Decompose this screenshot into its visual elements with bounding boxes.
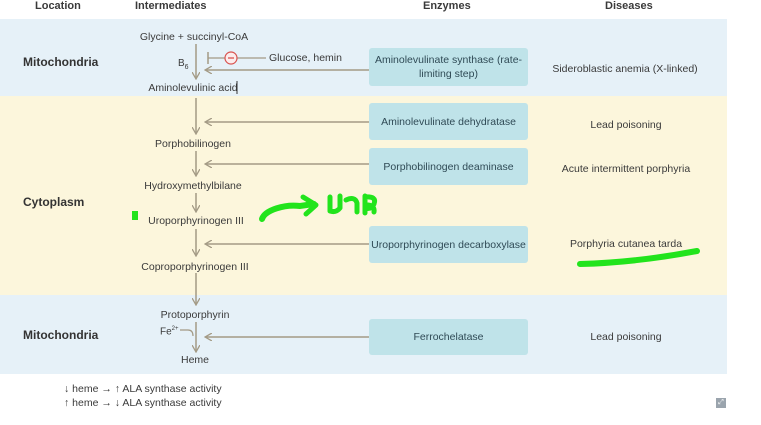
disease-lead-poisoning-2: Lead poisoning	[590, 331, 662, 343]
enzyme-pbg-deaminase: Porphobilinogen deaminase	[369, 148, 528, 185]
enzyme-ala-dehydratase: Aminolevulinate dehydratase	[369, 103, 528, 140]
highlight-dot	[132, 211, 138, 220]
location-mitochondria-top: Mitochondria	[23, 55, 99, 69]
handwritten-letters	[327, 193, 378, 216]
header-location: Location	[35, 0, 81, 12]
location-mitochondria-bottom: Mitochondria	[23, 328, 99, 342]
enzyme-ferrochelatase: Ferrochelatase	[369, 319, 528, 355]
cofactor-fe2: Fe2+	[160, 326, 179, 338]
enzyme-ala-synthase: Aminolevulinate synthase (rate-limiting …	[369, 48, 528, 86]
location-cytoplasm: Cytoplasm	[23, 195, 85, 209]
disease-porphyria-cutanea-tarda: Porphyria cutanea tarda	[569, 238, 683, 250]
disease-acute-intermittent-porphyria: Acute intermittent porphyria	[561, 163, 691, 175]
note-low-heme: ↓ heme → ↑ ALA synthase activity	[64, 383, 222, 395]
intermediate-aminolevulinic-acid: Aminolevulinic acid	[148, 82, 238, 94]
intermediate-porphobilinogen: Porphobilinogen	[155, 138, 231, 150]
handwritten-arrow	[259, 201, 317, 222]
intermediate-uroporphyrinogen-iii: Uroporphyrinogen III	[148, 215, 244, 227]
header-enzymes: Enzymes	[423, 0, 471, 12]
intermediate-heme: Heme	[180, 354, 210, 366]
handwritten-underline	[577, 248, 700, 267]
fe-input-arrow	[180, 329, 194, 337]
disease-sideroblastic-anemia: Sideroblastic anemia (X-linked)	[552, 63, 698, 75]
header-intermediates: Intermediates	[135, 0, 207, 12]
intermediate-protoporphyrin: Protoporphyrin	[160, 309, 230, 321]
intermediate-hydroxymethylbilane: Hydroxymethylbilane	[144, 180, 242, 192]
intermediate-coproporphyrinogen-iii: Coproporphyrinogen III	[141, 261, 249, 273]
disease-lead-poisoning-1: Lead poisoning	[590, 119, 662, 131]
mitochondria-band-top	[0, 19, 727, 96]
header-diseases: Diseases	[605, 0, 653, 12]
enzyme-uro-decarboxylase: Uroporphyrinogen decarboxylase	[369, 226, 528, 263]
expand-icon[interactable]: ⤢	[716, 398, 726, 408]
mitochondria-band-bottom	[0, 295, 727, 374]
inhibitor-glucose-hemin: Glucose, hemin	[269, 52, 342, 64]
intermediate-glycine-succinyl-coa: Glycine + succinyl-CoA	[139, 31, 249, 43]
cofactor-b6: B6	[178, 58, 189, 71]
note-high-heme: ↑ heme → ↓ ALA synthase activity	[64, 397, 222, 409]
